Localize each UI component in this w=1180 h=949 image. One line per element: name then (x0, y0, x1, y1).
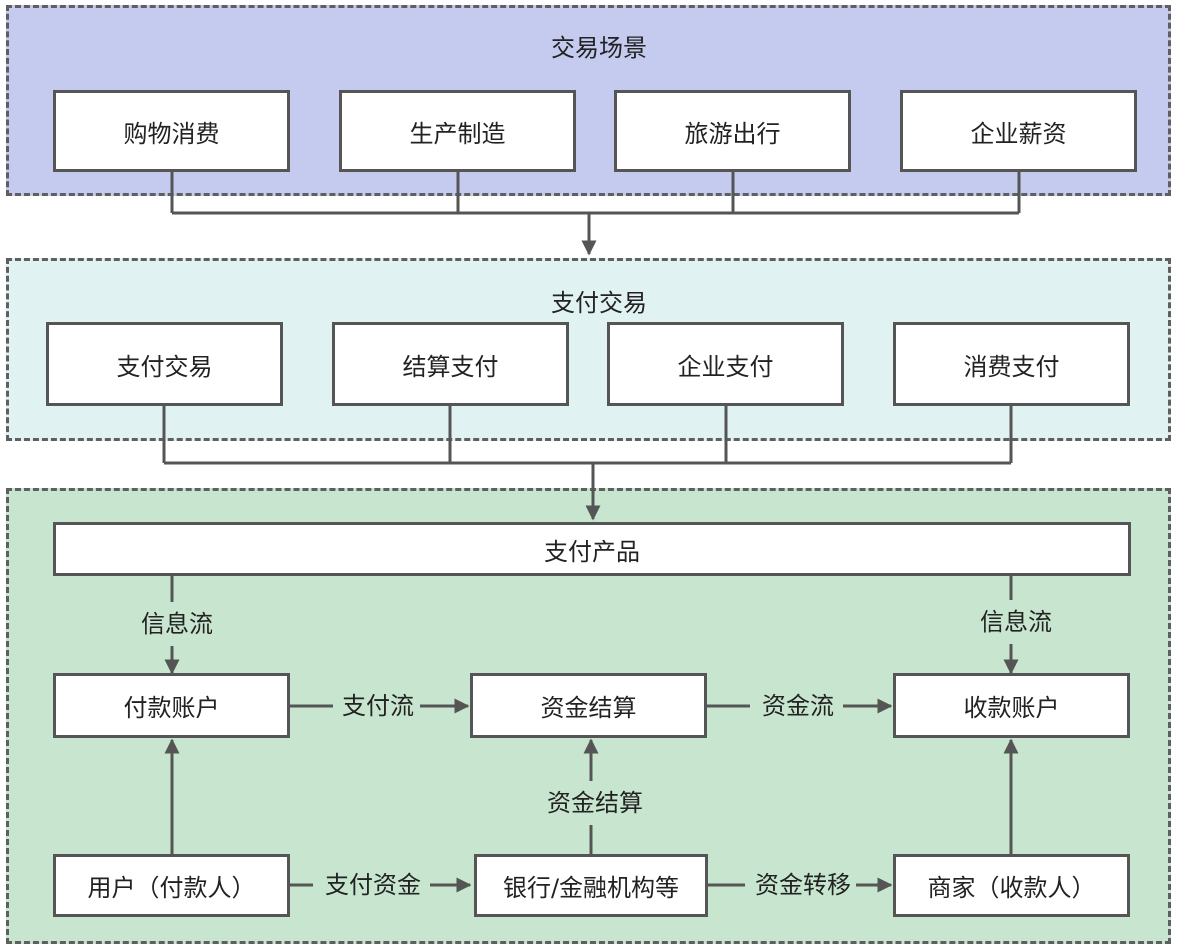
fund-flow-label: 资金流 (762, 692, 834, 720)
pay-flow-label: 支付流 (342, 692, 414, 720)
info-flow-right-label: 信息流 (980, 608, 1052, 636)
payment-product-bar: 支付产品 (53, 522, 1131, 576)
scene-item-travel: 旅游出行 (614, 90, 851, 172)
scene-item-manufacturing: 生产制造 (339, 90, 576, 172)
trade-item-enterprise: 企业支付 (607, 322, 844, 406)
scene-item-payroll: 企业薪资 (900, 90, 1137, 172)
scene-item-shopping: 购物消费 (53, 90, 290, 172)
payee-account-box: 收款账户 (893, 673, 1130, 738)
scene-title: 交易场景 (551, 34, 647, 62)
info-flow-left-label: 信息流 (141, 610, 213, 638)
trade-item-consumer: 消费支付 (893, 322, 1130, 406)
settlement-label: 资金结算 (547, 789, 643, 817)
fund-transfer-label: 资金转移 (755, 871, 851, 899)
settlement-box: 资金结算 (470, 673, 707, 738)
bank-box: 银行/金融机构等 (474, 854, 708, 917)
trade-item-settlement: 结算支付 (332, 322, 569, 406)
payer-account-box: 付款账户 (53, 673, 290, 738)
pay-funds-label: 支付资金 (325, 871, 421, 899)
merchant-box: 商家（收款人） (893, 854, 1130, 917)
payer-box: 用户（付款人） (53, 854, 290, 917)
trade-title: 支付交易 (551, 289, 647, 317)
trade-item-payment: 支付交易 (46, 322, 283, 406)
